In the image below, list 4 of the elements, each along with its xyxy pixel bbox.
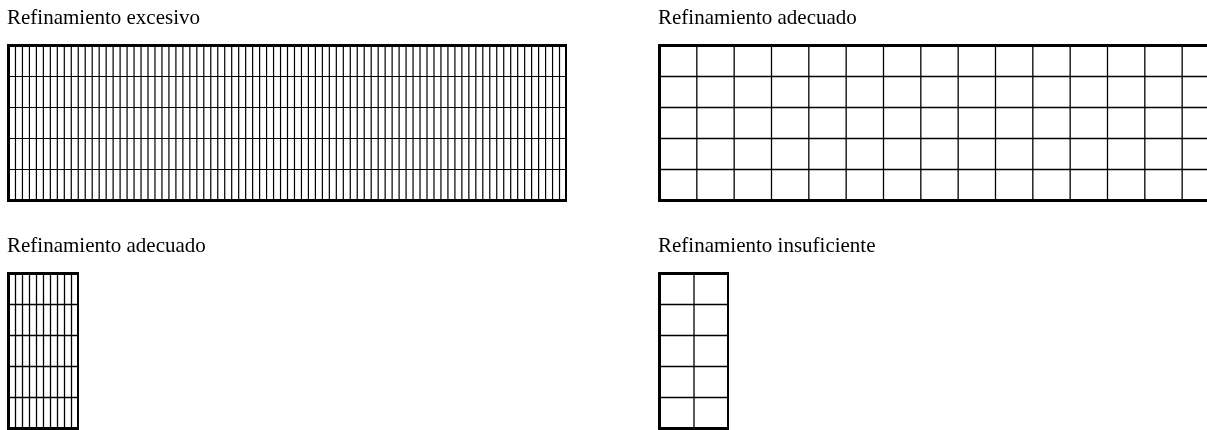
mesh-heading: Refinamiento adecuado <box>658 5 858 29</box>
mesh-heading: Refinamiento adecuado <box>7 233 206 257</box>
mesh-heading: Refinamiento excesivo <box>7 5 202 29</box>
mesh-heading: Refinamiento insuficiente <box>658 233 876 257</box>
